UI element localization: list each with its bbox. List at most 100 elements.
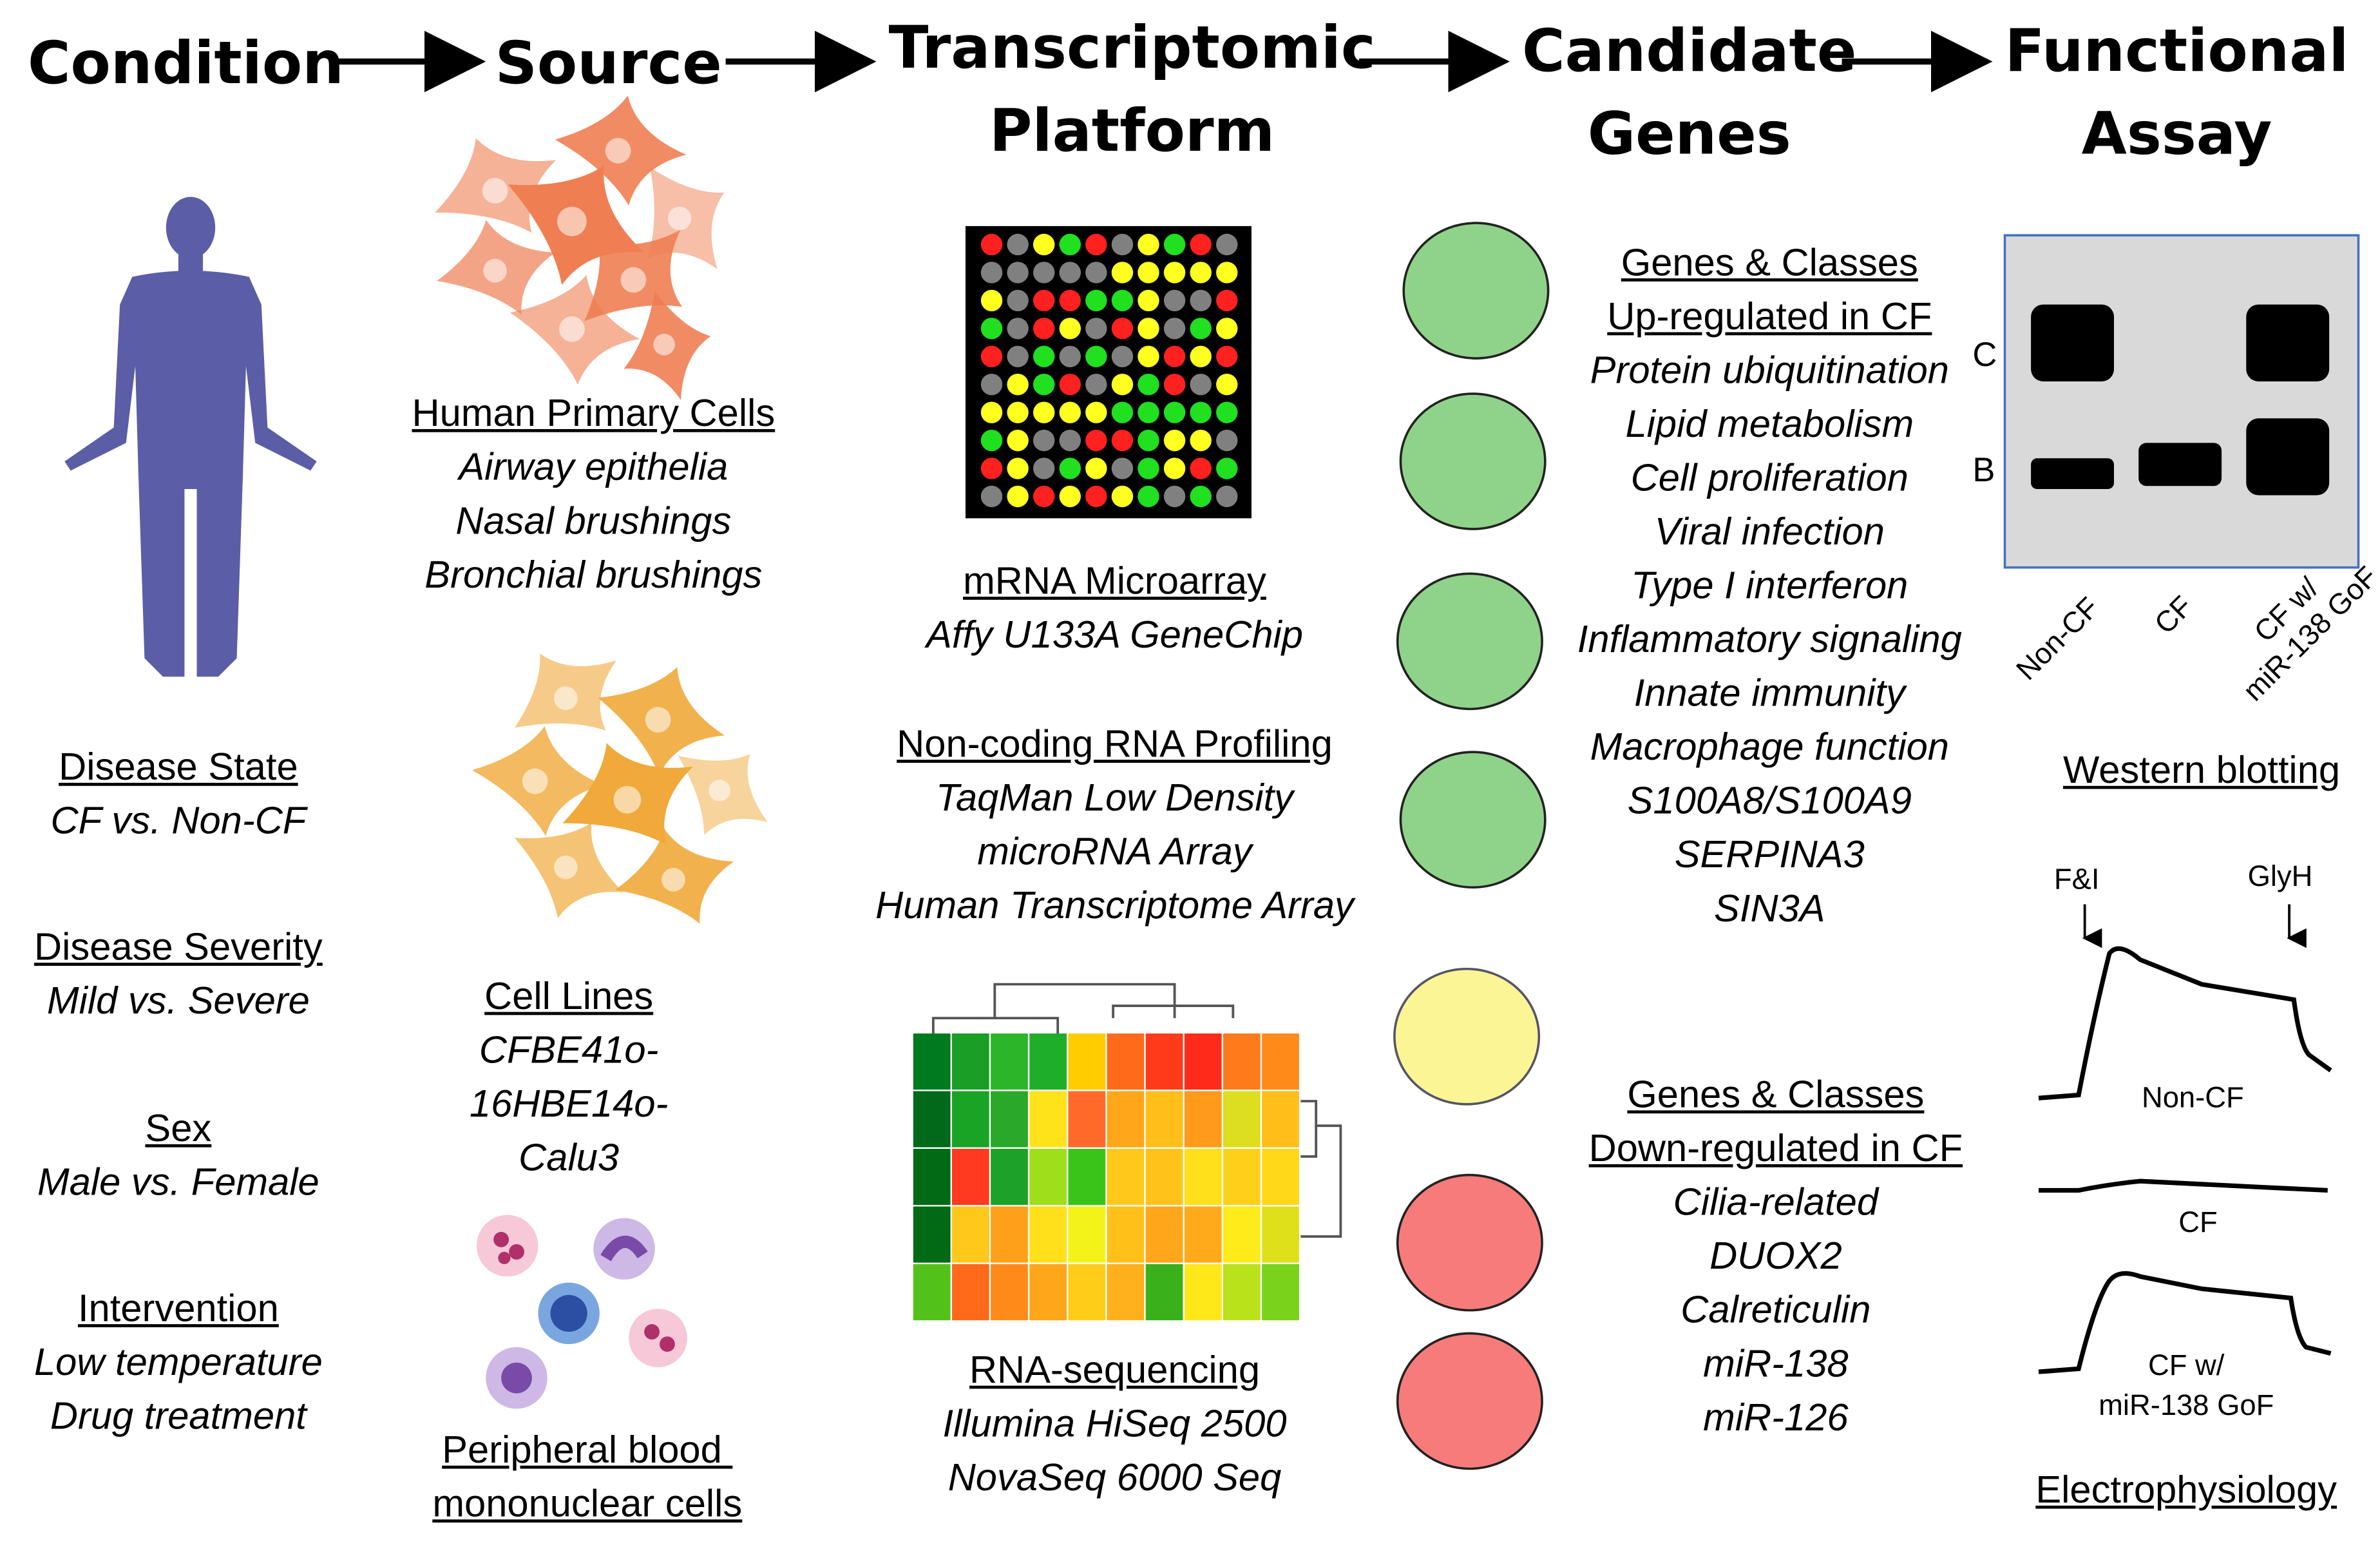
array-spot (1007, 289, 1029, 312)
array-spot (1138, 289, 1159, 312)
marker-glyh: GlyH (2247, 861, 2313, 894)
heatmap-cell (951, 1206, 989, 1263)
array-spot (1138, 262, 1159, 283)
band-label-c: C (1972, 335, 1997, 374)
array-spot (1163, 345, 1186, 367)
array-spot (1059, 262, 1081, 283)
array-spot (1163, 262, 1186, 283)
array-spot (1085, 233, 1107, 256)
array-spot (980, 374, 1003, 396)
status-circle-6 (1396, 1173, 1543, 1312)
cell-shape (471, 725, 604, 836)
array-spot (1190, 345, 1212, 367)
condition-disease-state: Disease State CF vs. Non-CF (50, 745, 307, 843)
heatmap-cell (1068, 1206, 1106, 1263)
band-c-lane1 (2031, 304, 2114, 381)
band-b-lane2 (2138, 443, 2222, 486)
array-spot (1085, 485, 1107, 508)
array-spot (980, 485, 1003, 508)
array-spot (1085, 345, 1107, 367)
array-spot (1138, 233, 1159, 256)
cell-shape (562, 743, 694, 845)
heatmap-cell (1068, 1149, 1106, 1206)
condition-disease-severity: Disease Severity Mild vs. Severe (34, 925, 323, 1023)
header-assay: Functional Assay (2004, 17, 2349, 168)
array-spot (1138, 457, 1159, 479)
source-cell-lines: Cell Lines CFBE41o- 16HBE14o- Calu3 (469, 975, 669, 1180)
heatmap-cell (991, 1033, 1028, 1090)
array-spot (980, 345, 1003, 367)
array-spot (1216, 429, 1238, 452)
trace-label-cf: CF (2178, 1207, 2218, 1240)
source-pbmc: Peripheral blood mononuclear cells (432, 1428, 743, 1526)
array-spot (1138, 401, 1159, 423)
heatmap-cell (1223, 1206, 1261, 1263)
array-spot (1111, 318, 1134, 340)
electrophys-title: Electrophysiology (2035, 1468, 2337, 1512)
array-spot (1216, 374, 1238, 396)
array-spot (1007, 374, 1029, 396)
microarray-icon (965, 226, 1252, 519)
array-spot (1190, 374, 1212, 396)
heatmap-cell (1223, 1264, 1261, 1321)
heatmap-cell (1145, 1206, 1183, 1263)
array-spot (980, 289, 1003, 312)
array-spot (1111, 345, 1134, 367)
array-spot (1138, 485, 1159, 508)
array-spot (1190, 485, 1212, 508)
header-source: Source (495, 29, 722, 97)
array-spot (980, 429, 1003, 452)
cell-shape (615, 829, 734, 924)
status-circle-1 (1402, 222, 1550, 360)
array-spot (1163, 233, 1186, 256)
array-spot (1007, 262, 1029, 283)
heatmap-cell (1029, 1264, 1067, 1321)
array-spot (1163, 485, 1186, 508)
source-primary-cells: Human Primary Cells Airway epithelia Nas… (412, 392, 776, 597)
status-circle-7 (1396, 1332, 1543, 1470)
array-spot (1111, 401, 1134, 423)
array-spot (1190, 289, 1212, 312)
array-spot (1007, 318, 1029, 340)
array-spot (1059, 318, 1081, 340)
array-spot (1033, 401, 1055, 423)
lane-label-cf: CF (2149, 590, 2200, 641)
heatmap-cell (1029, 1149, 1067, 1206)
heatmap-cell (913, 1264, 951, 1321)
trace-cf-mir138 (2038, 1271, 2332, 1374)
heatmap-cell (1184, 1033, 1222, 1090)
condition-intervention: Intervention Low temperature Drug treatm… (33, 1287, 323, 1438)
array-spot (1111, 233, 1134, 256)
array-spot (1216, 233, 1238, 256)
array-spot (1059, 485, 1081, 508)
array-spot (1138, 429, 1159, 452)
status-circles (1393, 222, 1550, 1470)
array-spot (980, 318, 1003, 340)
band-c-lane3 (2246, 304, 2330, 381)
array-spot (1216, 457, 1238, 479)
heatmap-cell (1184, 1264, 1222, 1321)
heatmap-cell (1262, 1091, 1299, 1148)
array-spot (1033, 374, 1055, 396)
cell-shape (508, 165, 645, 285)
electrophys-traces (2038, 904, 2332, 1374)
heatmap-cell (1068, 1091, 1106, 1148)
cell-shape (555, 95, 687, 206)
heatmap-cell (1145, 1091, 1183, 1148)
heatmap-cell (1145, 1033, 1183, 1090)
array-spot (1085, 401, 1107, 423)
platform-microarray: mRNA Microarray Affy U133A GeneChip (926, 559, 1303, 657)
array-spot (1216, 318, 1238, 340)
condition-sex: Sex Male vs. Female (37, 1107, 319, 1204)
cell-shape (437, 220, 556, 315)
array-spot (1190, 262, 1212, 283)
status-circle-4 (1399, 751, 1547, 889)
heatmap-cell (1145, 1149, 1183, 1206)
array-spot (980, 401, 1003, 423)
heatmap-cell (1223, 1149, 1261, 1206)
cell-shape (515, 653, 616, 731)
heatmap-cell (991, 1206, 1028, 1263)
heatmap-cell (1223, 1033, 1261, 1090)
blood-cells-icon (476, 1215, 687, 1409)
human-body-icon (64, 197, 317, 677)
